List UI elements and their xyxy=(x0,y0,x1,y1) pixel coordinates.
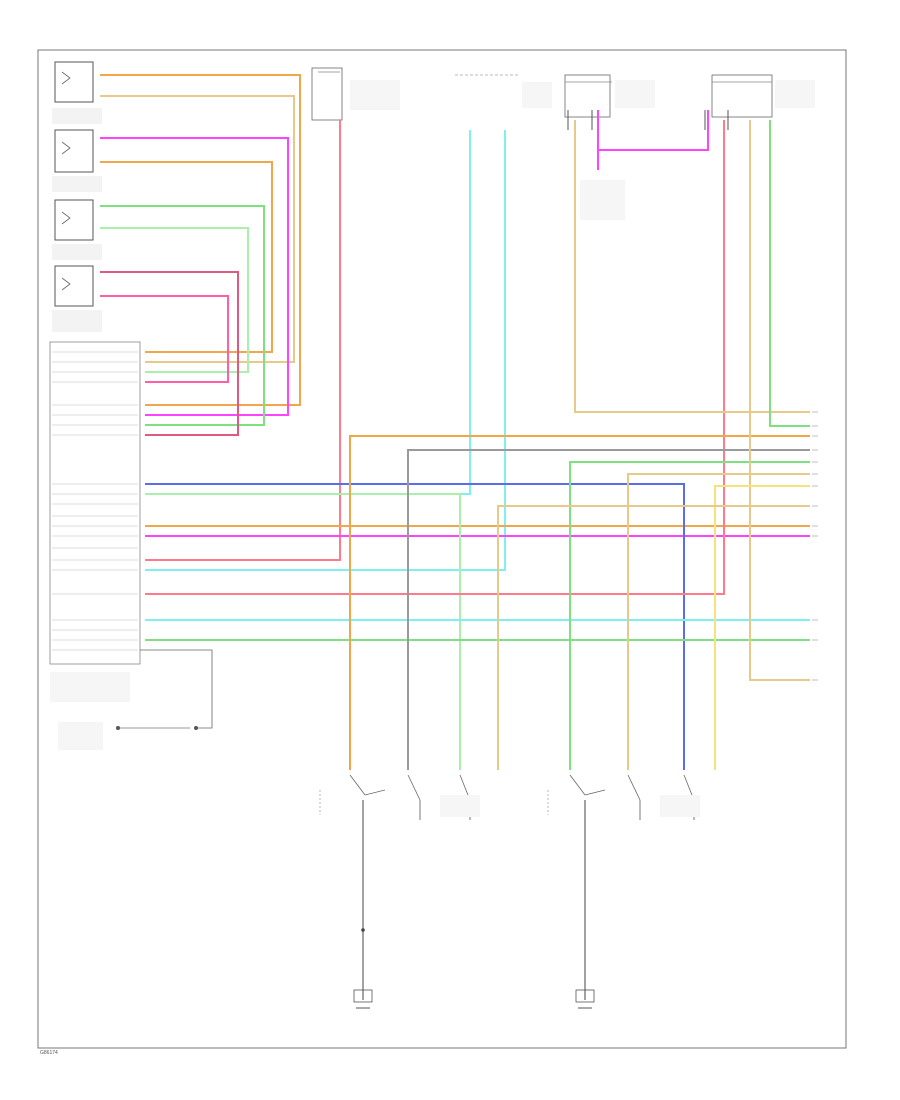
figure-code: G86174 xyxy=(40,1050,58,1056)
terminal-ticks xyxy=(812,411,818,681)
top-components xyxy=(311,67,815,220)
diagram-border xyxy=(37,49,847,1049)
receiver-connector xyxy=(49,341,141,702)
receiver-ground xyxy=(58,649,213,750)
wire-harness xyxy=(100,74,810,770)
speaker-components xyxy=(52,61,102,332)
door-lock-switches xyxy=(319,774,700,1009)
